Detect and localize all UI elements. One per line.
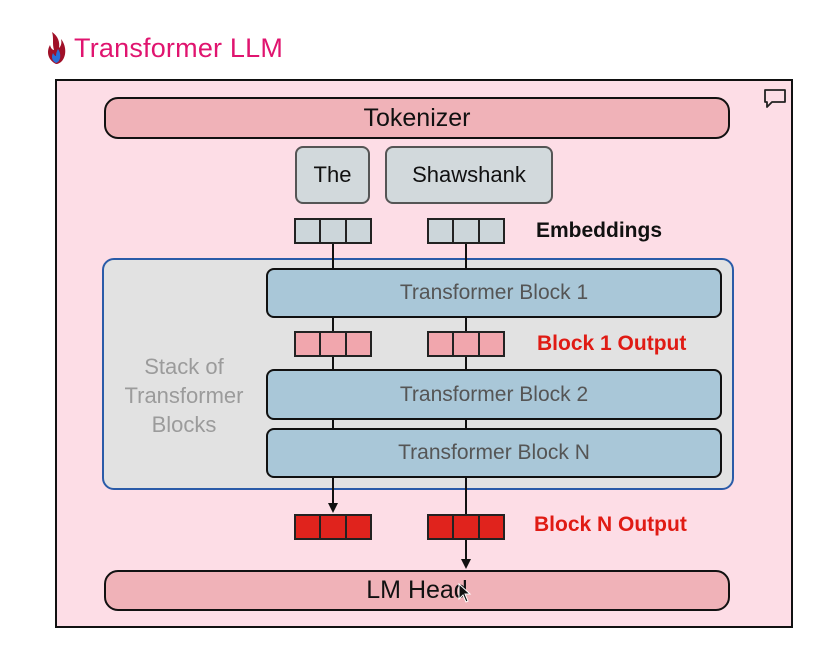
mouse-pointer-icon (458, 583, 472, 603)
token-box-shawshank: Shawshank (385, 146, 553, 204)
flame-logo-icon (48, 32, 66, 64)
vector-cell (429, 516, 455, 538)
vector-cell (346, 220, 370, 242)
vector-cell (429, 333, 455, 355)
block1-output-label: Block 1 Output (537, 332, 687, 355)
vector-cell (346, 516, 370, 538)
stack-label-line: Transformer (124, 383, 244, 408)
blockn-output-label: Block N Output (534, 513, 687, 536)
vector-cell (296, 516, 322, 538)
embedding-vector-the (294, 218, 372, 244)
stack-label-line: Stack of (144, 354, 224, 379)
block1-output-vector-shawshank (427, 331, 505, 357)
token-label: The (313, 162, 352, 187)
embeddings-label: Embeddings (536, 219, 663, 242)
token-label: Shawshank (412, 162, 526, 187)
vector-cell (321, 516, 347, 538)
blockn-output-vector-the (294, 514, 372, 540)
vector-cell (454, 220, 480, 242)
vector-cell (321, 333, 347, 355)
blockn-output-vector-shawshank (427, 514, 505, 540)
page-header: Transformer LLM (44, 28, 283, 68)
block1-output-vector-the (294, 331, 372, 357)
vector-cell (479, 220, 503, 242)
vector-cell (296, 333, 322, 355)
vector-cell (454, 333, 480, 355)
vector-cell (429, 220, 455, 242)
lm-head-bar: LM Head (104, 570, 730, 611)
tokenizer-label: Tokenizer (363, 103, 471, 132)
comment-icon[interactable] (763, 88, 787, 110)
stack-label-line: Blocks (151, 412, 217, 437)
vector-cell (479, 516, 503, 538)
vector-cell (321, 220, 347, 242)
stack-label: Stack of Transformer Blocks (108, 352, 260, 439)
block-label: Transformer Block 1 (399, 281, 589, 304)
tokenizer-bar: Tokenizer (104, 97, 730, 139)
vector-cell (346, 333, 370, 355)
lm-head-label: LM Head (366, 576, 468, 604)
vector-cell (296, 220, 322, 242)
transformer-block-1: Transformer Block 1 (266, 268, 722, 318)
vector-cell (454, 516, 480, 538)
block-label: Transformer Block N (398, 441, 590, 464)
page-title: Transformer LLM (74, 32, 284, 63)
vector-cell (479, 333, 503, 355)
transformer-block-2: Transformer Block 2 (266, 369, 722, 420)
token-box-the: The (295, 146, 370, 204)
embedding-vector-shawshank (427, 218, 505, 244)
transformer-block-n: Transformer Block N (266, 428, 722, 478)
block-label: Transformer Block 2 (399, 382, 589, 406)
